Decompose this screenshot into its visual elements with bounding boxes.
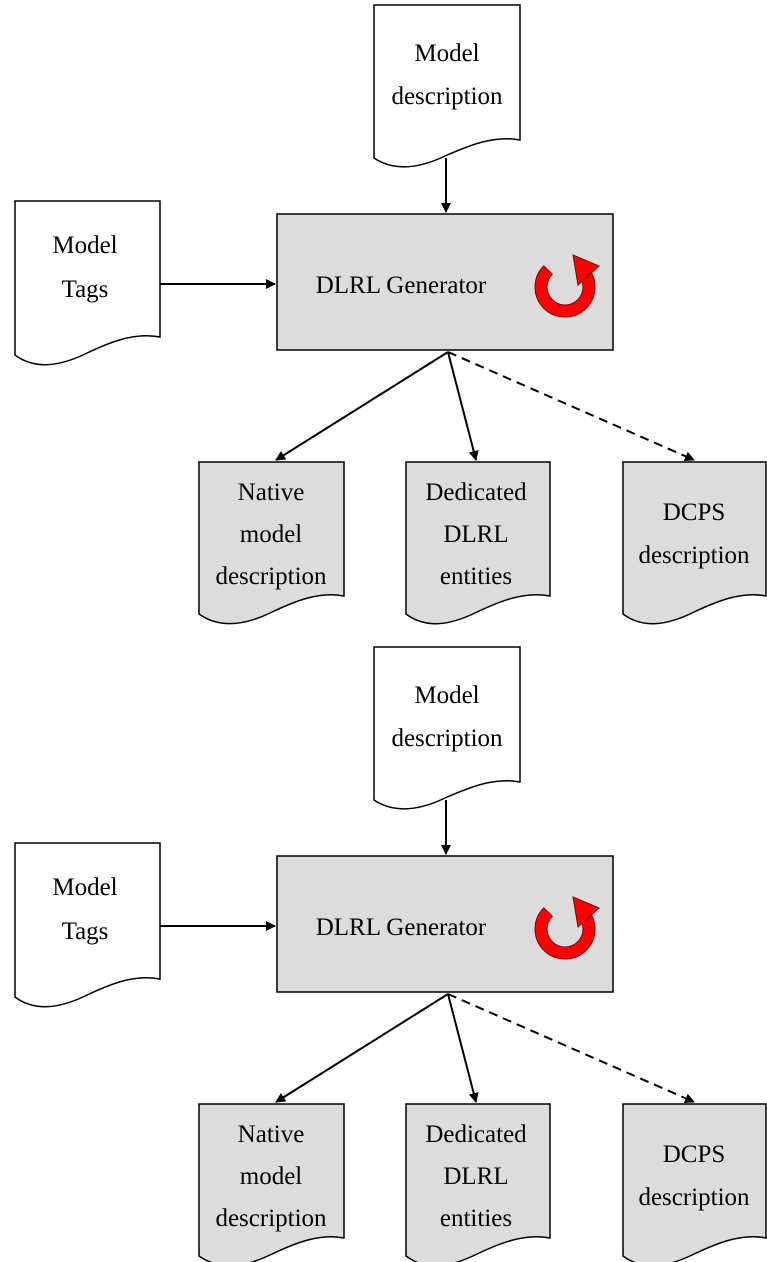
model-tags-document: Model Tags bbox=[14, 200, 161, 366]
arrow-generator-to-native bbox=[275, 993, 449, 1103]
model-description-document: Model description bbox=[373, 646, 521, 810]
dcps-description-document: DCPS description bbox=[622, 1103, 767, 1262]
model-description-line-2: description bbox=[391, 83, 503, 110]
dedicated-line-3: entities bbox=[440, 563, 512, 590]
dlrl-generator-label: DLRL Generator bbox=[316, 914, 487, 941]
dcps-description-document: DCPS description bbox=[622, 461, 767, 625]
dedicated-line-2: DLRL bbox=[443, 1163, 508, 1190]
native-model-line-1: Native bbox=[238, 1121, 305, 1148]
arrow-generator-to-native bbox=[275, 351, 449, 461]
dedicated-line-3: entities bbox=[440, 1205, 512, 1232]
native-model-line-2: model bbox=[240, 521, 303, 548]
dcps-line-1: DCPS bbox=[663, 1141, 726, 1168]
model-tags-document: Model Tags bbox=[14, 842, 161, 1008]
dedicated-line-1: Dedicated bbox=[425, 479, 527, 506]
arrow-generator-to-dcps-dashed bbox=[447, 351, 695, 461]
dcps-line-1: DCPS bbox=[663, 499, 726, 526]
refresh-cycle-icon bbox=[534, 896, 600, 960]
native-model-line-3: description bbox=[215, 1205, 327, 1232]
model-tags-line-2: Tags bbox=[62, 918, 109, 945]
model-tags-line-1: Model bbox=[52, 874, 117, 901]
model-tags-line-2: Tags bbox=[62, 276, 109, 303]
model-description-line-1: Model bbox=[414, 40, 479, 67]
dedicated-line-2: DLRL bbox=[443, 521, 508, 548]
native-model-line-2: model bbox=[240, 1163, 303, 1190]
diagram-1: Model description Model Tags DLRL Genera… bbox=[14, 4, 767, 625]
dlrl-generator-box: DLRL Generator bbox=[276, 855, 614, 993]
model-description-line-2: description bbox=[391, 725, 503, 752]
refresh-cycle-icon bbox=[534, 254, 600, 318]
dedicated-dlrl-entities-document: Dedicated DLRL entities bbox=[405, 1103, 551, 1262]
dlrl-generator-box: DLRL Generator bbox=[276, 213, 614, 351]
arrow-generator-to-dcps-dashed bbox=[447, 993, 695, 1103]
native-model-description-document: Native model description bbox=[198, 1103, 345, 1262]
dcps-line-2: description bbox=[638, 1184, 750, 1211]
model-description-document: Model description bbox=[373, 4, 521, 168]
dcps-line-2: description bbox=[638, 542, 750, 569]
diagram-2: Model description Model Tags DLRL Genera… bbox=[14, 646, 767, 1262]
native-model-description-document: Native model description bbox=[198, 461, 345, 625]
arrow-generator-to-dedicated bbox=[447, 351, 479, 461]
model-tags-line-1: Model bbox=[52, 232, 117, 259]
native-model-line-1: Native bbox=[238, 479, 305, 506]
native-model-line-3: description bbox=[215, 563, 327, 590]
dedicated-dlrl-entities-document: Dedicated DLRL entities bbox=[405, 461, 551, 625]
model-description-line-1: Model bbox=[414, 682, 479, 709]
dedicated-line-1: Dedicated bbox=[425, 1121, 527, 1148]
arrow-generator-to-dedicated bbox=[447, 993, 479, 1103]
dlrl-generator-label: DLRL Generator bbox=[316, 272, 487, 299]
